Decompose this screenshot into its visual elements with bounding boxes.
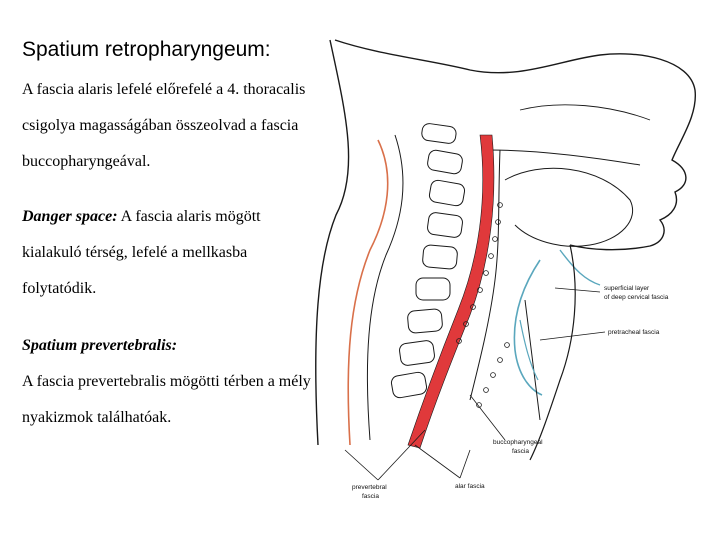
visceral-fascia-blue xyxy=(513,259,543,396)
posterior-neck-outline xyxy=(315,39,350,446)
label-prevertebral-2: fascia xyxy=(362,493,379,500)
label-buccopharyngeal-1: buccopharyngeal xyxy=(493,439,543,446)
vertebral-column xyxy=(390,123,466,399)
label-buccopharyngeal-2: fascia xyxy=(512,448,529,455)
paragraph-danger-space: Danger space: A fascia alaris mögött kia… xyxy=(22,199,322,307)
superficial-layer-blue xyxy=(559,249,601,286)
tongue xyxy=(504,167,634,247)
skull-outline xyxy=(334,39,696,251)
label-alar: alar fascia xyxy=(455,483,485,490)
paragraph-prevertebral: Spatium prevertebralis: A fascia preverte… xyxy=(22,328,322,436)
palate xyxy=(489,149,641,166)
term-danger-space: Danger space: xyxy=(22,208,118,225)
anterior-neck-outline xyxy=(529,244,576,461)
label-pretracheal: pretracheal fascia xyxy=(608,329,660,336)
label-prevertebral-1: prevertebral xyxy=(352,484,387,491)
inner-posterior-line xyxy=(366,134,404,441)
term-prevertebral: Spatium prevertebralis: xyxy=(22,337,178,354)
prevertebral-text: A fascia prevertebralis mögötti térben a… xyxy=(22,373,311,426)
label-superficial-1: superficial layer xyxy=(604,285,650,292)
nasal-cavity xyxy=(519,104,651,121)
pretracheal-curve xyxy=(519,319,539,381)
prevertebral-fascia-line xyxy=(347,139,389,446)
pharynx-outline xyxy=(469,149,501,401)
buccopharyngeal-fascia-dots xyxy=(476,342,510,408)
label-leaders xyxy=(344,287,606,481)
neck-sagittal-diagram: superficial layer of deep cervical fasci… xyxy=(315,39,696,500)
danger-space-band xyxy=(407,134,495,449)
label-superficial-2: of deep cervical fascia xyxy=(604,294,669,301)
slide-title: Spatium retropharyngeum: xyxy=(22,38,271,61)
paragraph-retropharyngeal: A fascia alaris lefelé előrefelé a 4. th… xyxy=(22,81,306,170)
trachea-outline xyxy=(524,299,541,421)
danger-space-text: A fascia alaris mögött kialakuló térség,… xyxy=(22,208,261,297)
alar-fascia-dots xyxy=(456,202,503,344)
